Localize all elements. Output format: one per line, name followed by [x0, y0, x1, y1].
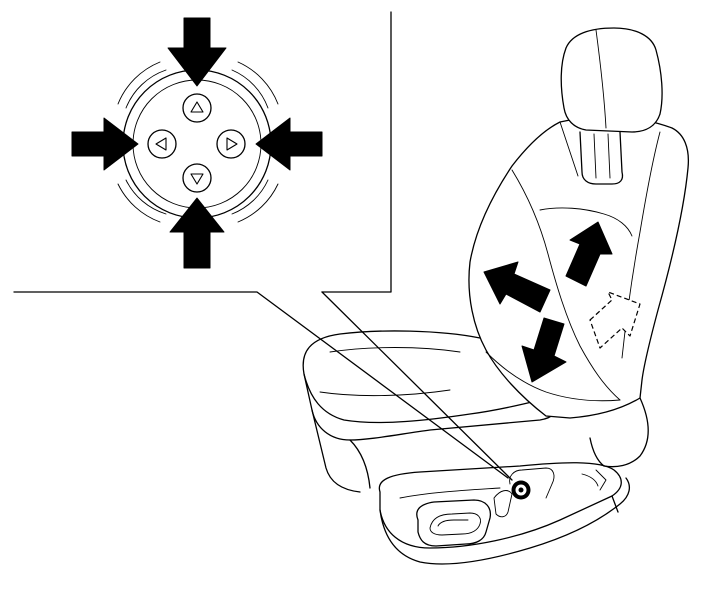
right-triangle-icon [226, 137, 238, 151]
switch-inner-ring [132, 79, 262, 209]
switch-left-button [147, 129, 177, 159]
callout-frame [13, 11, 513, 481]
switch-outer-rings [117, 61, 279, 223]
switch-up-button [182, 93, 212, 123]
up-triangle-icon [190, 101, 204, 113]
left-triangle-icon [155, 137, 167, 151]
lumbar-switch-detail [71, 17, 323, 269]
press-left-arrow [255, 117, 323, 171]
press-right-arrow [71, 117, 139, 171]
lumbar-rearward-arrow-dashed [589, 291, 641, 349]
seat-power-switch-panel [416, 490, 513, 547]
switch-down-button [182, 163, 212, 193]
lumbar-down-arrow [521, 317, 567, 383]
press-down-arrow [167, 17, 227, 87]
lumbar-forward-arrow [483, 261, 551, 313]
power-seat [302, 27, 690, 565]
press-up-arrow [169, 197, 225, 269]
headrest [560, 27, 663, 185]
switch-right-button [216, 129, 246, 159]
lumbar-up-arrow [565, 221, 613, 287]
down-triangle-icon [190, 173, 204, 185]
switch-bezel [122, 69, 272, 219]
lumbar-switch-knob [509, 467, 555, 500]
